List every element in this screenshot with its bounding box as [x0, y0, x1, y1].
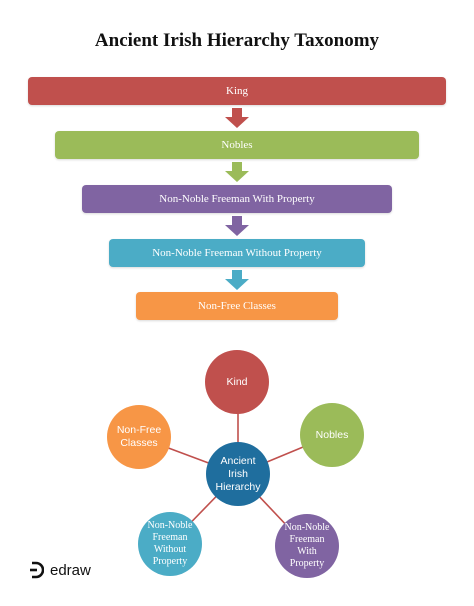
bar-nobles: Nobles	[55, 131, 419, 159]
down-arrow-icon	[225, 162, 249, 182]
circle-without-line4: Property	[152, 556, 188, 567]
circle-freeman-without-property: Non-Noble Freeman Without Property	[138, 512, 202, 576]
circle-with-line2: Freeman	[289, 534, 325, 545]
circle-with-line3: With	[297, 546, 317, 557]
circle-non-free-classes: Non-Free Classes	[107, 405, 171, 469]
bar-non-free-classes: Non-Free Classes	[136, 292, 338, 320]
circle-nobles-label: Nobles	[315, 428, 349, 441]
down-arrow-icon	[225, 270, 249, 290]
circle-nobles: Nobles	[300, 403, 364, 467]
edraw-logo: edraw	[30, 561, 91, 579]
circle-non-free-line2: Classes	[120, 437, 158, 449]
circle-kind-label: Kind	[226, 375, 248, 388]
edraw-logo-text: edraw	[50, 561, 91, 579]
circle-non-free-line1: Non-Free	[116, 424, 162, 436]
down-arrow-icon	[225, 216, 249, 236]
bar-freeman-with-property-label: Non-Noble Freeman With Property	[159, 193, 315, 205]
circle-center-line1: Ancient	[220, 454, 256, 467]
bar-freeman-with-property: Non-Noble Freeman With Property	[82, 185, 392, 213]
circle-with-line1: Non-Noble	[284, 522, 330, 533]
circle-kind: Kind	[205, 350, 269, 414]
bar-nobles-label: Nobles	[221, 139, 253, 151]
bar-king: King	[28, 77, 446, 105]
bar-non-free-classes-label: Non-Free Classes	[198, 300, 276, 312]
diagram-title: Ancient Irish Hierarchy Taxonomy	[94, 30, 380, 51]
bar-freeman-without-property-label: Non-Noble Freeman Without Property	[152, 247, 322, 259]
bar-freeman-without-property: Non-Noble Freeman Without Property	[109, 239, 365, 267]
circle-center-hub: Ancient Irish Hierarchy	[206, 442, 270, 506]
down-arrow-icon	[225, 108, 249, 128]
circle-center-line3: Hierarchy	[215, 480, 261, 493]
circle-freeman-with-property: Non-Noble Freeman With Property	[275, 514, 339, 578]
circle-with-line4: Property	[289, 558, 325, 569]
circle-without-line1: Non-Noble	[147, 520, 193, 531]
circle-center-line2: Irish	[228, 467, 248, 480]
bar-king-label: King	[226, 85, 248, 97]
edraw-logo-icon	[30, 561, 44, 579]
circle-without-line3: Without	[153, 544, 187, 555]
circle-without-line2: Freeman	[152, 532, 188, 543]
